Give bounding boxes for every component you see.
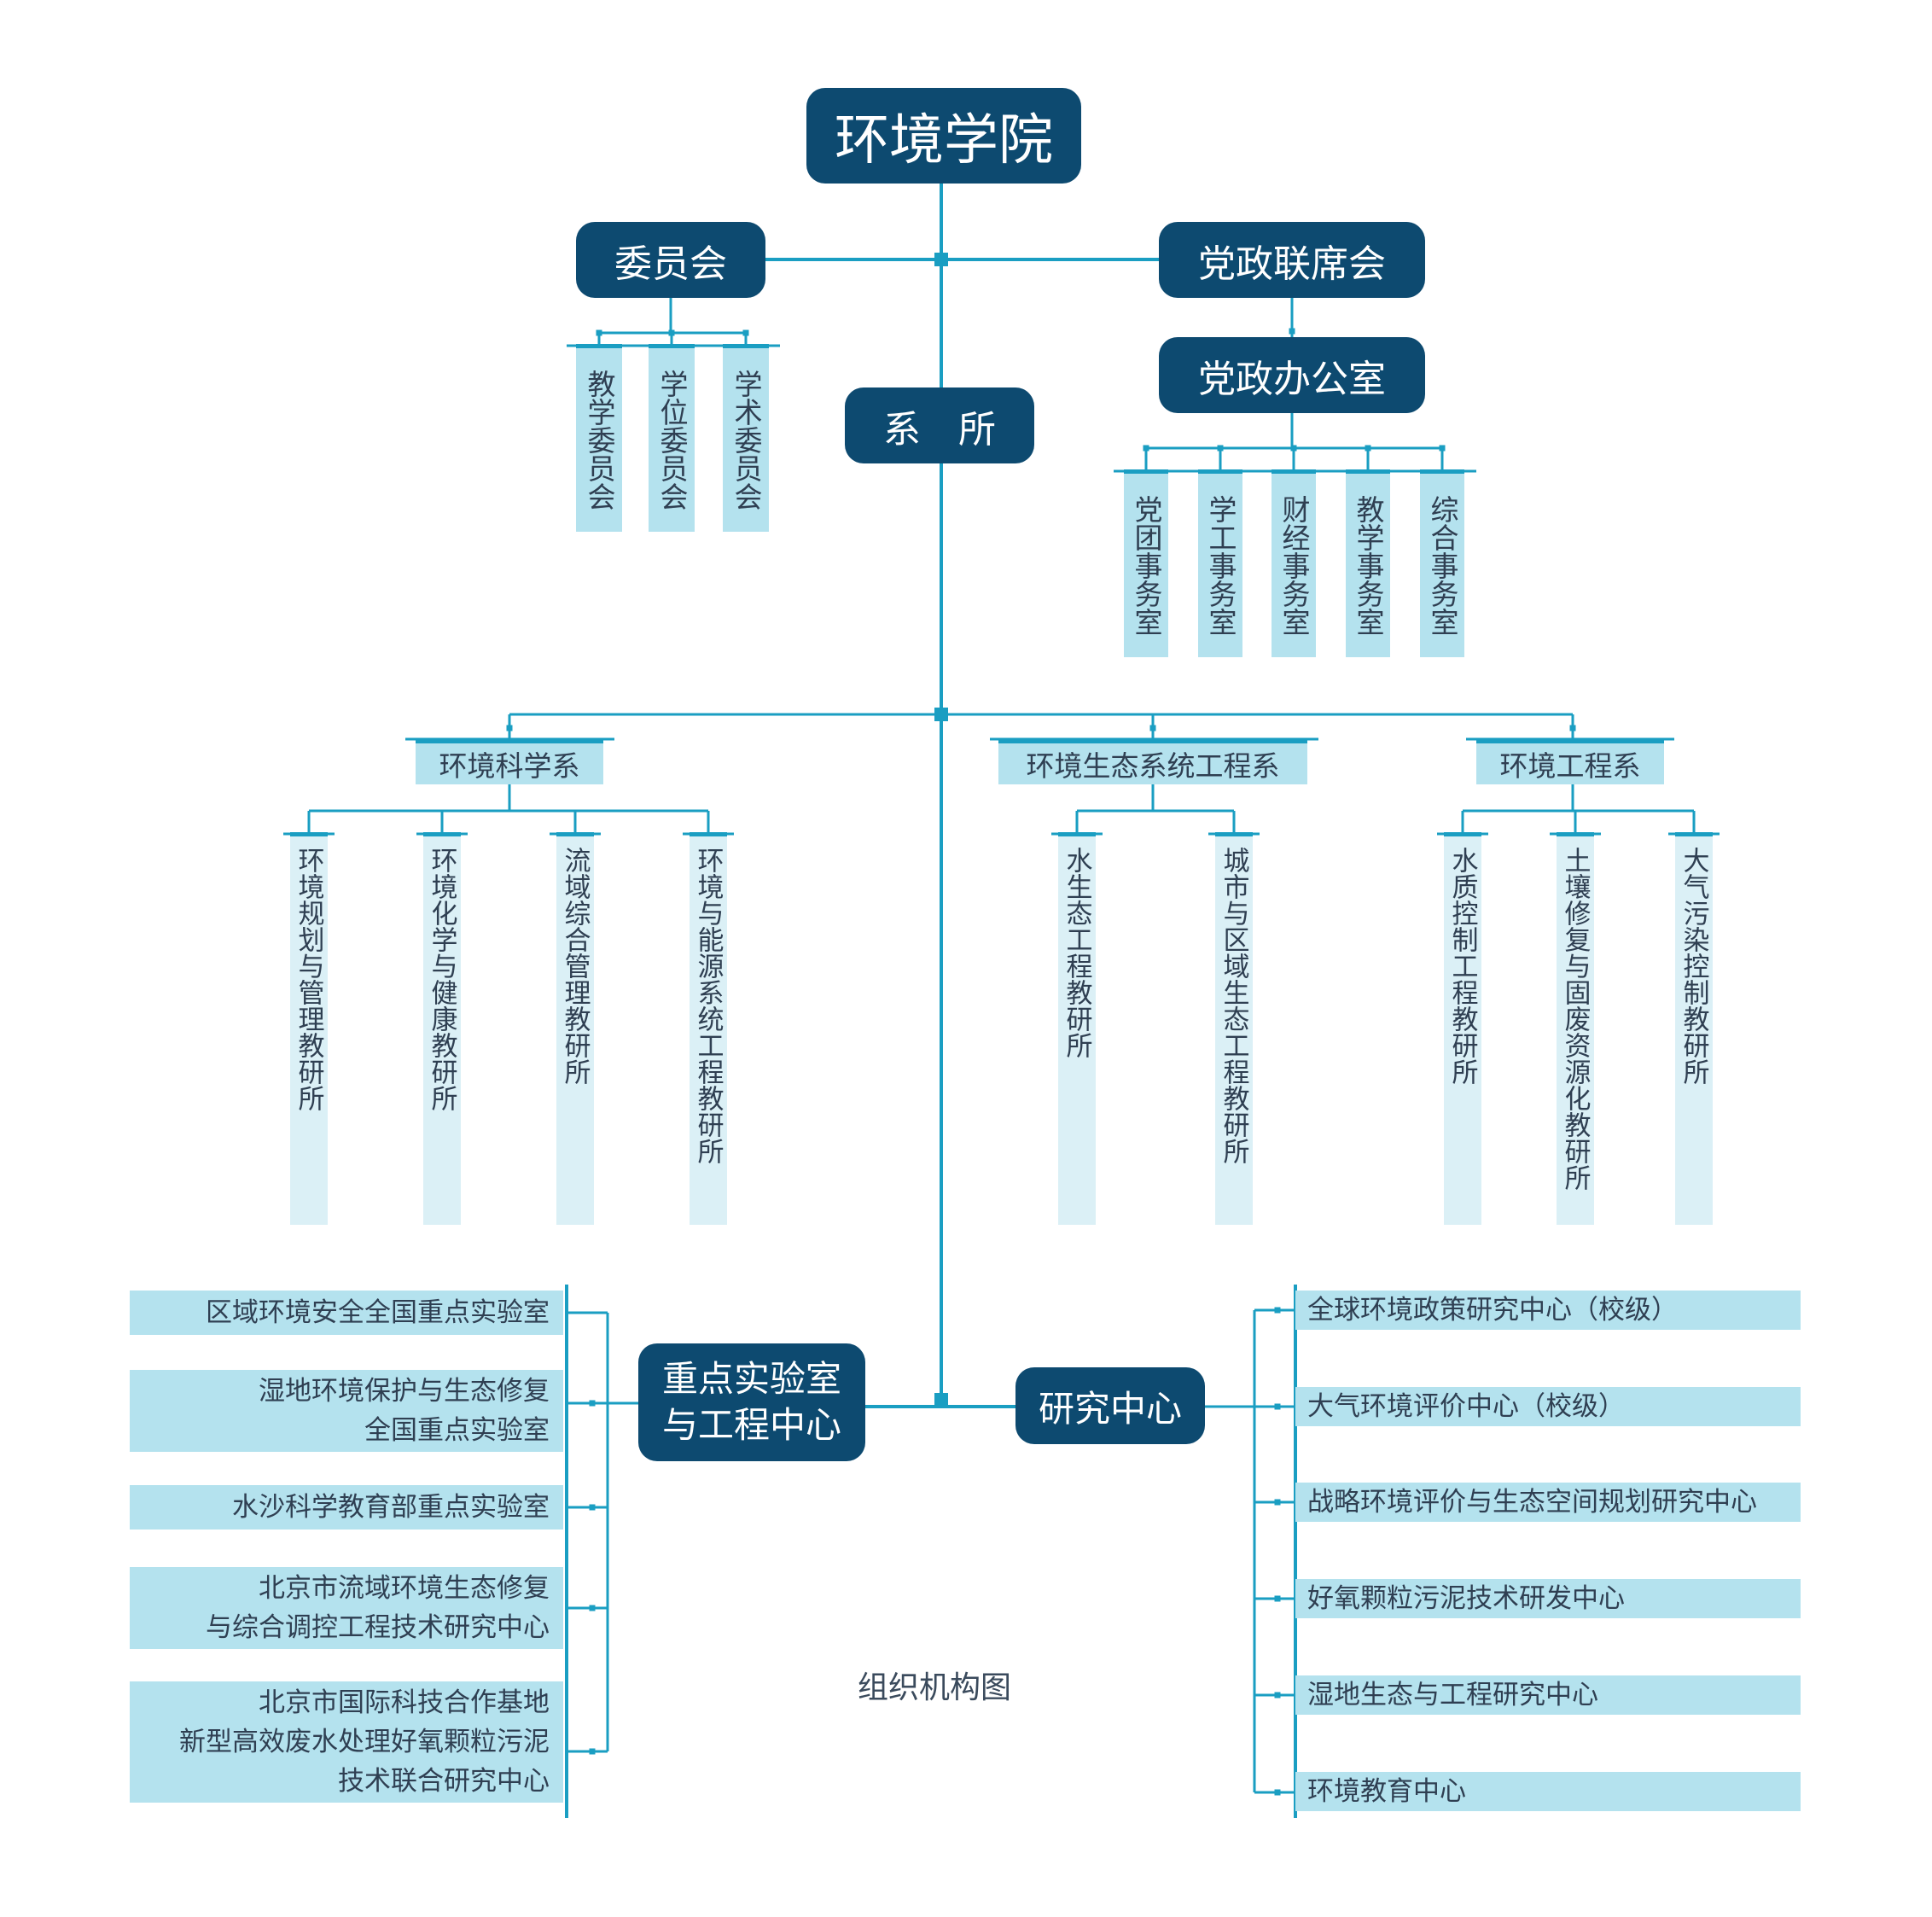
committee-item: 学位委员会 xyxy=(649,344,695,532)
institute-column: 环境规划与管理教研所 xyxy=(290,832,328,1225)
committee-item: 教学委员会 xyxy=(576,344,622,532)
connector-node xyxy=(1217,445,1224,452)
institute-label: 环境化学与健康教研所 xyxy=(426,847,457,1111)
labs-node: 重点实验室 与工程中心 xyxy=(638,1343,865,1461)
office-item-label: 学工事务室 xyxy=(1204,495,1237,636)
connector-node xyxy=(589,1605,596,1611)
office-item: 综合事务室 xyxy=(1420,469,1464,657)
research-item: 全球环境政策研究中心（校级） xyxy=(1295,1291,1801,1330)
connector-node xyxy=(934,253,948,266)
institute-label: 环境与能源系统工程教研所 xyxy=(692,847,724,1164)
connector-node xyxy=(596,329,602,336)
party-joint-meeting-node: 党政联席会 xyxy=(1159,222,1425,298)
institute-column: 水质控制工程教研所 xyxy=(1444,832,1481,1225)
office-item-label: 教学事务室 xyxy=(1352,495,1385,636)
department-group: 环境生态系统工程系 xyxy=(998,739,1307,784)
lab-item: 区域环境安全全国重点实验室 xyxy=(130,1291,563,1335)
office-item-label: 财经事务室 xyxy=(1277,495,1311,636)
lab-item: 北京市流域环境生态修复 与综合调控工程技术研究中心 xyxy=(130,1567,563,1649)
lab-item: 北京市国际科技合作基地 新型高效废水处理好氧颗粒污泥 技术联合研究中心 xyxy=(130,1681,563,1803)
department-group: 环境工程系 xyxy=(1476,739,1664,784)
connector-node xyxy=(1274,1789,1281,1796)
institute-label: 水质控制工程教研所 xyxy=(1446,847,1478,1085)
lab-item: 水沙科学教育部重点实验室 xyxy=(130,1485,563,1530)
connector-node xyxy=(934,708,948,721)
root-node: 环境学院 xyxy=(806,88,1081,184)
office-item: 学工事务室 xyxy=(1198,469,1242,657)
institute-label: 水生态工程教研所 xyxy=(1061,847,1092,1058)
research-item: 好氧颗粒污泥技术研发中心 xyxy=(1295,1579,1801,1618)
committee-item-label: 教学委员会 xyxy=(583,370,616,510)
connector-node xyxy=(1289,328,1295,335)
research-item: 战略环境评价与生态空间规划研究中心 xyxy=(1295,1483,1801,1522)
departments-node: 系 所 xyxy=(845,387,1034,463)
research-item: 大气环境评价中心（校级） xyxy=(1295,1387,1801,1426)
institute-label: 城市与区域生态工程教研所 xyxy=(1218,847,1249,1164)
office-item-label: 党团事务室 xyxy=(1130,495,1163,636)
department-group: 环境科学系 xyxy=(416,739,603,784)
connector-node xyxy=(1274,1307,1281,1314)
committee-node: 委员会 xyxy=(576,222,765,298)
connector-node xyxy=(506,725,513,731)
office-item: 教学事务室 xyxy=(1346,469,1390,657)
institute-column: 流域综合管理教研所 xyxy=(556,832,594,1225)
connector-node xyxy=(668,329,675,336)
connector-node xyxy=(589,1400,596,1407)
institute-column: 土壤修复与固废资源化教研所 xyxy=(1557,832,1594,1225)
connector-node xyxy=(1365,445,1371,452)
connector-node xyxy=(1149,725,1156,731)
connector-node xyxy=(589,1748,596,1755)
connector-node xyxy=(1274,1403,1281,1410)
committee-item-label: 学术委员会 xyxy=(730,370,763,510)
connector-node xyxy=(589,1504,596,1511)
connector-node xyxy=(934,1393,948,1407)
research-item: 环境教育中心 xyxy=(1295,1772,1801,1811)
institute-column: 水生态工程教研所 xyxy=(1058,832,1096,1225)
research-centers-node: 研究中心 xyxy=(1015,1367,1205,1444)
lab-item: 湿地环境保护与生态修复 全国重点实验室 xyxy=(130,1370,563,1452)
connector-node xyxy=(1569,725,1576,731)
chart-caption: 组织机构图 xyxy=(858,1670,1012,1705)
office-item: 党团事务室 xyxy=(1124,469,1168,657)
institute-column: 环境与能源系统工程教研所 xyxy=(690,832,727,1225)
connector-node xyxy=(1290,445,1297,452)
office-item-label: 综合事务室 xyxy=(1426,495,1459,636)
research-item: 湿地生态与工程研究中心 xyxy=(1295,1675,1801,1715)
institute-label: 流域综合管理教研所 xyxy=(559,847,591,1085)
connector-node xyxy=(1274,1692,1281,1698)
institute-column: 城市与区域生态工程教研所 xyxy=(1215,832,1253,1225)
institute-column: 环境化学与健康教研所 xyxy=(423,832,461,1225)
office-item: 财经事务室 xyxy=(1272,469,1316,657)
institute-label: 土壤修复与固废资源化教研所 xyxy=(1559,847,1591,1191)
connector-node xyxy=(1274,1595,1281,1602)
connector-node xyxy=(1143,445,1149,452)
connector-node xyxy=(1274,1499,1281,1506)
institute-label: 大气污染控制教研所 xyxy=(1678,847,1709,1085)
committee-item: 学术委员会 xyxy=(723,344,769,532)
party-office-node: 党政办公室 xyxy=(1159,337,1425,413)
committee-item-label: 学位委员会 xyxy=(655,370,689,510)
institute-label: 环境规划与管理教研所 xyxy=(293,847,324,1111)
connector-node xyxy=(742,329,749,336)
connector-node xyxy=(1439,445,1446,452)
institute-column: 大气污染控制教研所 xyxy=(1675,832,1713,1225)
